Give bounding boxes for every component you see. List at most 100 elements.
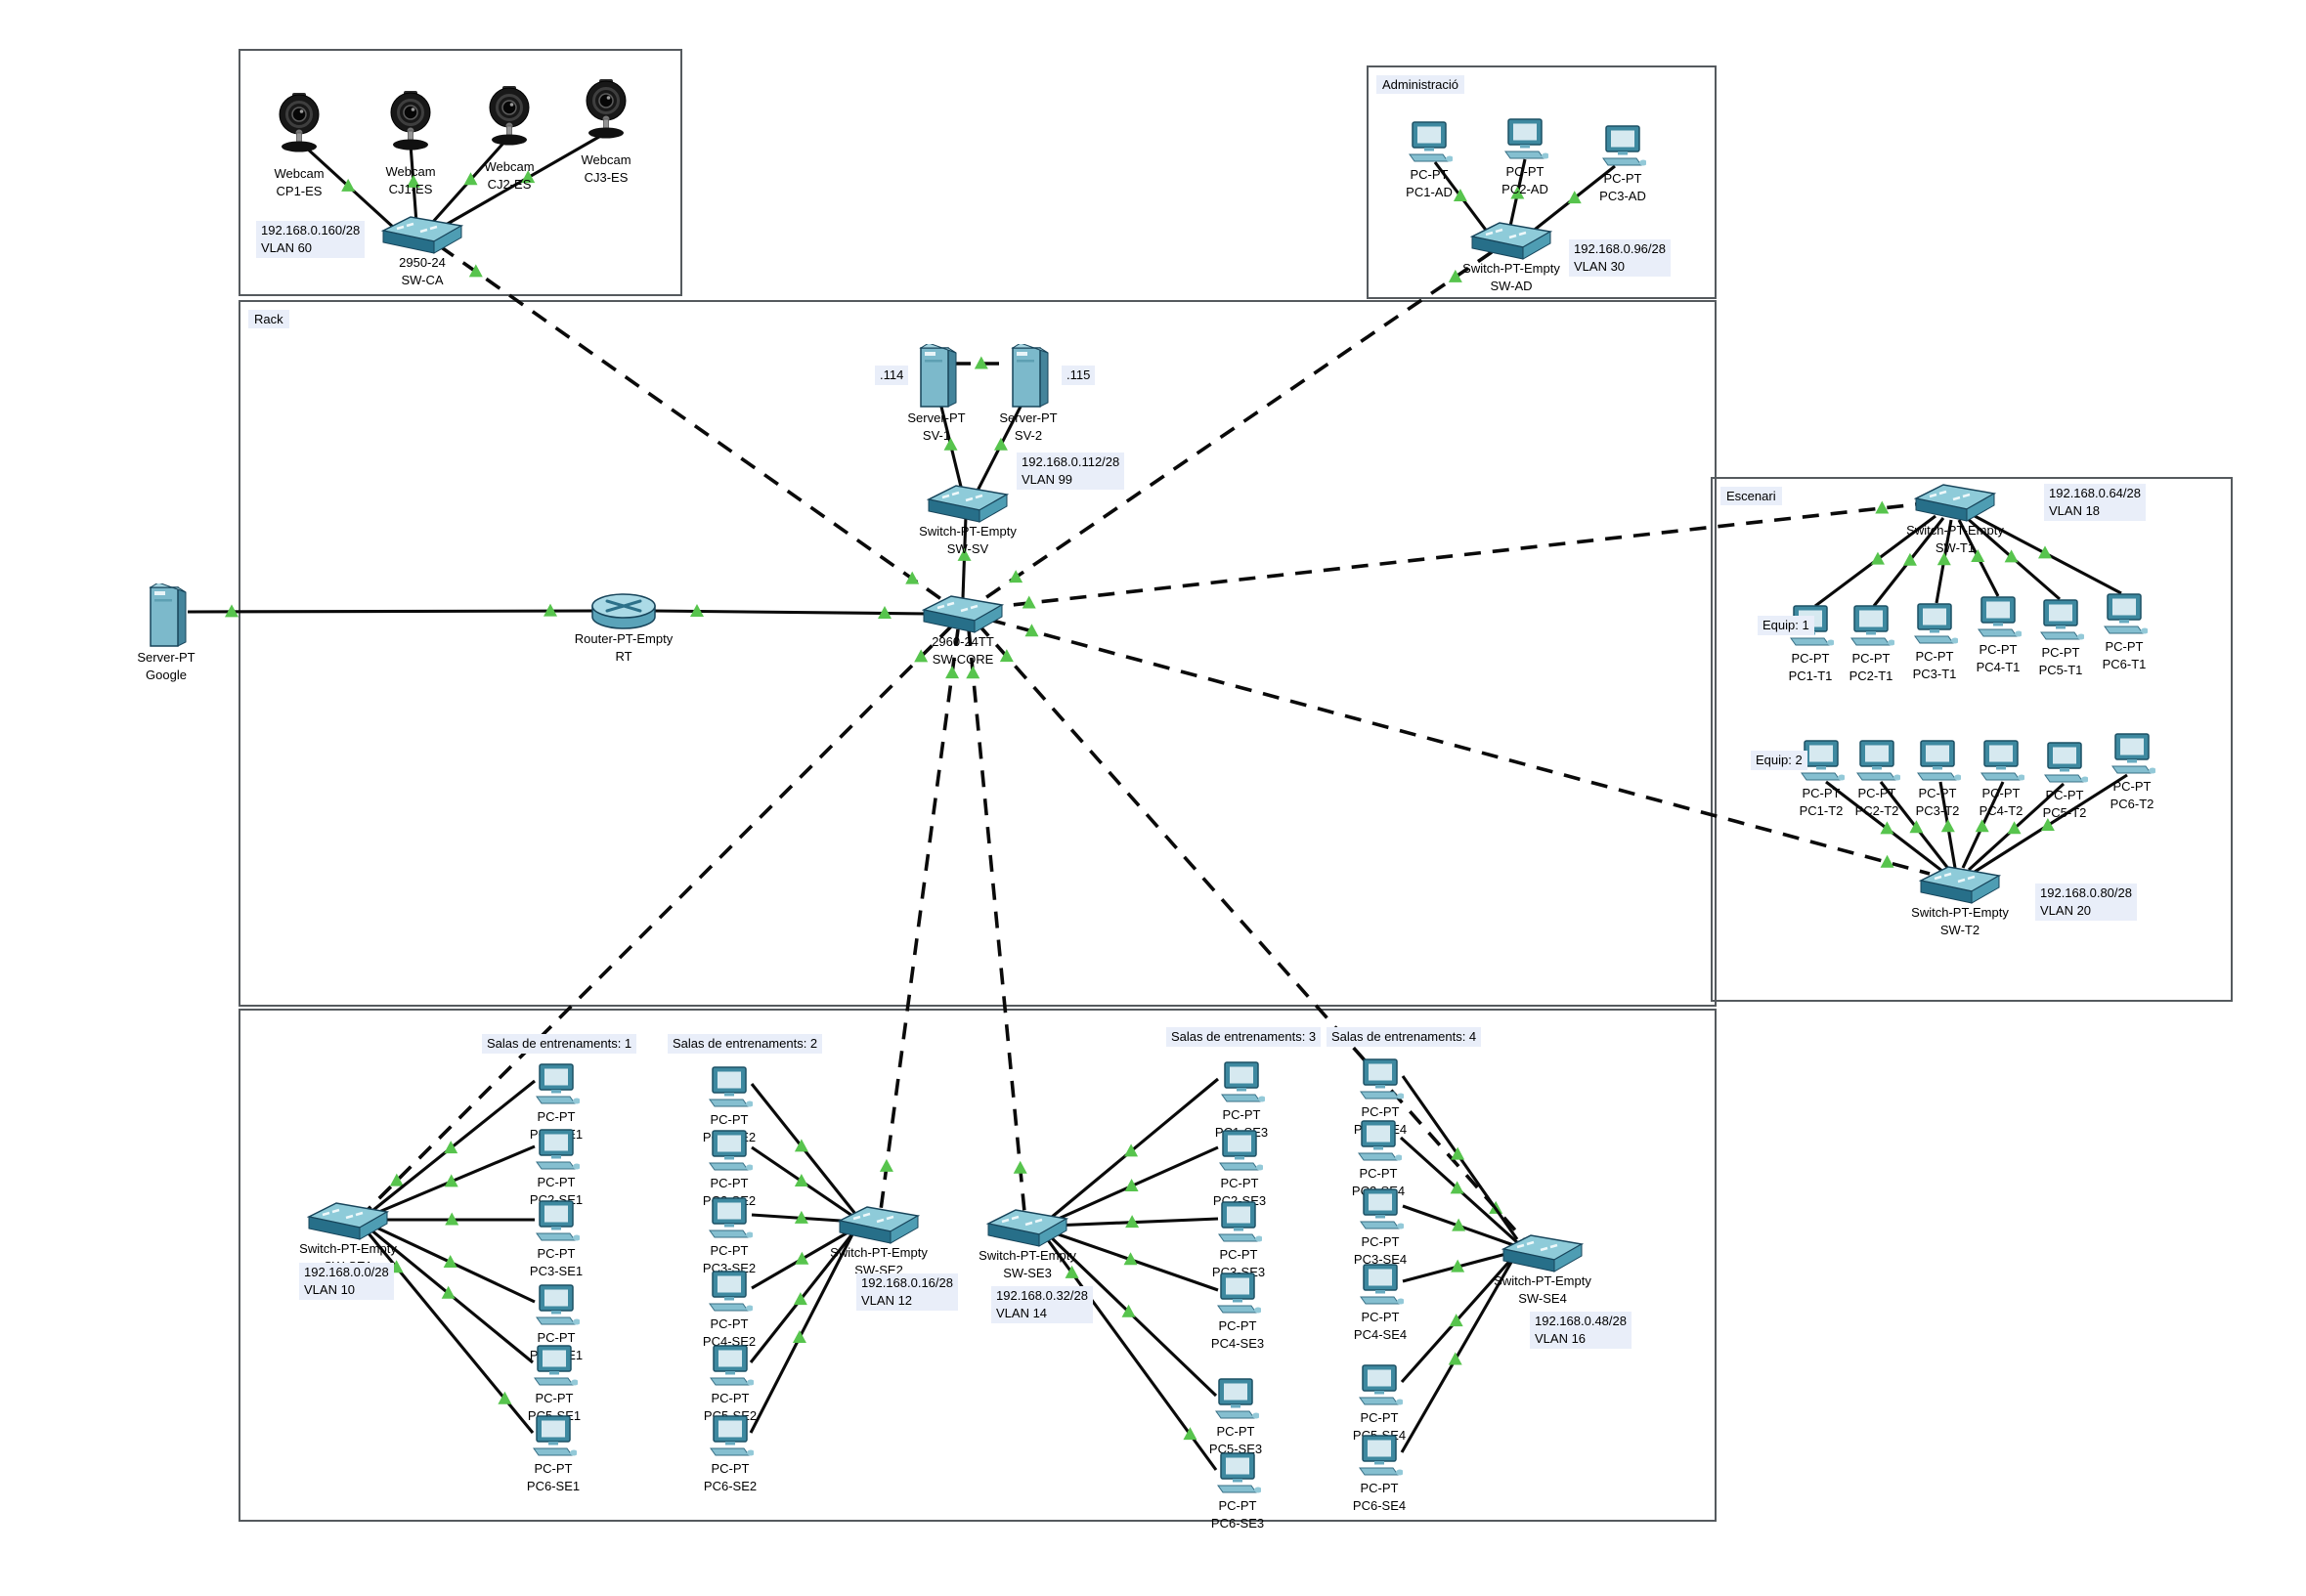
link-up-indicator-icon bbox=[1123, 1252, 1138, 1266]
switch-icon bbox=[922, 595, 1004, 633]
device-label-line: SW-T1 bbox=[1935, 540, 1976, 555]
annotation-line: VLAN 60 bbox=[261, 240, 313, 255]
device-label-line: PC-PT bbox=[1218, 1498, 1257, 1513]
device-label-line: 2950-24 bbox=[399, 255, 446, 270]
device-label-line: PC-PT bbox=[1222, 1107, 1261, 1122]
link-up-indicator-icon bbox=[463, 172, 478, 186]
annotation-line: Salas de entrenaments: 1 bbox=[487, 1036, 632, 1051]
device-label-line: SV-1 bbox=[922, 428, 951, 443]
pc-icon bbox=[1359, 1364, 1403, 1405]
switch-icon bbox=[838, 1206, 920, 1244]
device-label-line: SW-CA bbox=[401, 273, 444, 287]
link-up-indicator-icon bbox=[1125, 1215, 1140, 1229]
pc-icon bbox=[1914, 603, 1958, 644]
device-label-line: SW-SE4 bbox=[1518, 1291, 1567, 1306]
device-label-line: PC-PT bbox=[537, 1175, 576, 1189]
annotation-line: 192.168.0.16/28 bbox=[861, 1275, 953, 1290]
link-up-indicator-icon bbox=[1449, 1314, 1463, 1327]
link-up-indicator-icon bbox=[879, 1158, 893, 1172]
link-up-indicator-icon bbox=[441, 1285, 456, 1299]
link-up-indicator-icon bbox=[1451, 1146, 1465, 1160]
link-up-indicator-icon bbox=[1909, 820, 1924, 834]
webcam-icon bbox=[390, 91, 431, 151]
switch-icon bbox=[1919, 866, 2001, 904]
annotation-line: VLAN 20 bbox=[2040, 903, 2092, 918]
device-label-line: PC-PT bbox=[1915, 649, 1954, 664]
link-up-indicator-icon bbox=[544, 603, 558, 617]
device-label-line: PC-PT bbox=[711, 1391, 750, 1405]
annotation-line: 192.168.0.32/28 bbox=[996, 1288, 1088, 1303]
link-up-indicator-icon bbox=[2007, 821, 2022, 835]
annotation-line: VLAN 16 bbox=[1535, 1331, 1587, 1346]
link-up-indicator-icon bbox=[1880, 854, 1894, 868]
link-up-indicator-icon bbox=[1065, 1265, 1079, 1278]
box-label-rack-area: Rack bbox=[248, 310, 289, 328]
